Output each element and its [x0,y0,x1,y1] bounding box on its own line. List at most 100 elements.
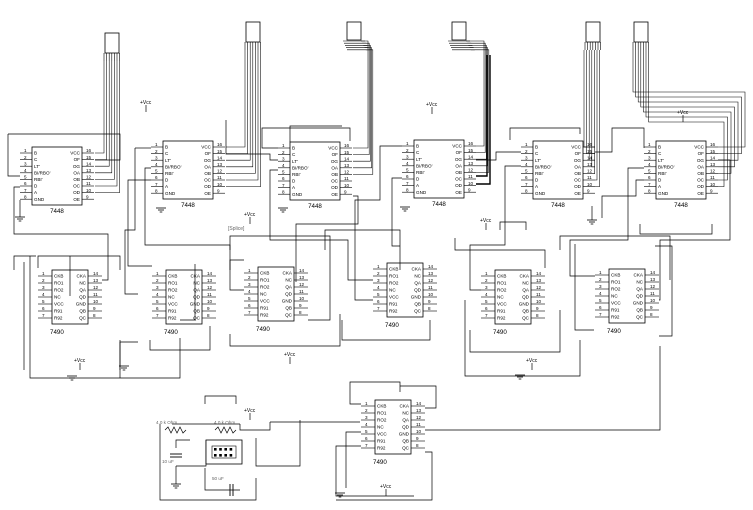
pin-name: BI/RBO' [165,164,182,169]
pin-number: 8 [536,313,539,318]
wire [391,177,402,247]
pin-name: RBI' [292,172,301,177]
display-bus-wire [595,50,598,181]
pin-name: CKA [520,274,530,279]
ground-symbol [587,219,597,225]
wire [400,385,437,409]
wire [176,440,207,467]
pin-name: RO2 [54,288,64,293]
pin-number: 5 [282,170,285,175]
pin-name: VCC [328,146,338,151]
pin-number: 10 [416,429,422,434]
pin-name: NC [611,294,618,299]
pin-number: 2 [365,408,368,413]
pin-name: QB [79,309,86,314]
pin-name: QA [285,285,293,290]
pin-name: VCC [377,432,387,437]
pin-name: RO2 [389,281,399,286]
pin-name: OA [73,170,81,175]
pin-name: A [416,183,420,188]
pin-name: OA [697,164,705,169]
pin-name: GND [658,191,669,196]
pin-number: 3 [42,285,45,290]
vcc-supply: +Vcc [244,212,256,224]
pin-number: 4 [365,422,368,427]
pin-name: LT' [416,157,422,162]
pin-name: R92 [389,309,398,314]
pin-name: QD [402,425,410,430]
wire [454,238,546,268]
pin-number: 9 [217,188,220,193]
vcc-label: +Vcc [74,358,86,364]
ground-symbol [335,492,345,498]
display-bus-wire [226,50,256,174]
seven-segment-display [632,21,649,50]
pin-name: VCC [201,145,211,150]
display-body [104,32,120,54]
ground-symbol [15,216,25,222]
pin-name: QC [402,446,410,451]
pin-name: R92 [611,315,620,320]
display-bus-wire [586,50,595,154]
chip-part-label: 7490 [385,322,399,329]
pin-number: 11 [536,292,541,297]
chip-part-label: 7448 [50,208,64,215]
vcc-label: +Vcc [480,218,492,224]
pin-name: A [535,184,539,189]
pin-number: 3 [377,278,380,283]
pin-number: 14 [587,155,593,160]
pin-number: 8 [282,189,285,194]
pin-name: GND [282,299,293,304]
vcc-label: +Vcc [244,212,256,218]
pin-name: RO2 [377,418,387,423]
pin-name: A [658,184,662,189]
pin-name: CKB [260,271,269,276]
pin-name: BI/RBO' [658,164,675,169]
pin-number: 12 [428,278,434,283]
pin-name: R91 [377,439,386,444]
pin-name: R91 [54,309,63,314]
wire [639,224,713,235]
pin-number: 4 [648,162,651,167]
display-bus-wire [645,50,728,181]
pin-name: D [658,178,662,183]
pin-number: 4 [377,285,380,290]
wire [655,245,673,337]
pin-number: 6 [42,306,45,311]
pin-number: 7 [485,313,488,318]
display-bus-wire [95,61,118,187]
wire [7,134,20,177]
pin-number: 3 [24,161,27,166]
pin-number: 6 [156,306,159,311]
pin-name: OF [575,151,582,156]
timer-pin [214,448,217,451]
pin-name: VCC [70,151,80,156]
pin-number: 5 [155,169,158,174]
wire [204,468,240,491]
wire [229,259,244,270]
pin-name: QD [522,295,530,300]
pin-name: OC [331,179,339,184]
wire [239,422,271,431]
pin-number: 9 [344,189,347,194]
display-body [346,21,362,41]
pin-number: 11 [299,289,304,294]
pin-number: 7 [155,182,158,187]
pin-number: 6 [648,175,651,180]
pin-number: 4 [282,163,285,168]
pin-name: GND [76,302,87,307]
pin-number: 7 [599,312,602,317]
pin-name: D [416,177,420,182]
pin-number: 7 [282,183,285,188]
pin-name: GND [292,192,303,197]
display-bus-wire [95,61,107,160]
pin-name: RBI' [535,171,544,176]
pin-name: D [535,178,539,183]
pin-number: 4 [155,162,158,167]
pin-name: D [292,179,296,184]
pin-number: 8 [648,188,651,193]
pin-name: VCC [54,302,64,307]
